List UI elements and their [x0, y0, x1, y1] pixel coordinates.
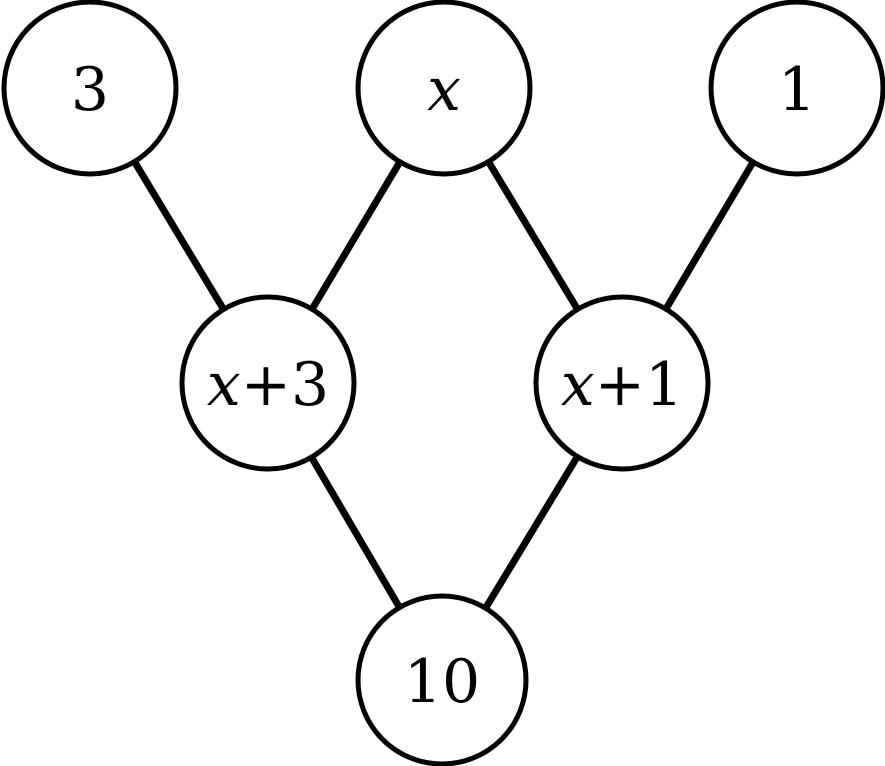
- node-left-mid: x+3: [179, 294, 357, 472]
- node-circle: [355, 593, 529, 766]
- node-left-top: 3: [1, 0, 179, 177]
- node-label: 10: [404, 647, 480, 717]
- node-label: x: [427, 55, 461, 125]
- node-label: 3: [71, 55, 109, 125]
- node-label-rest: +3: [241, 350, 329, 420]
- node-right-mid: x+1: [533, 294, 711, 472]
- node-bottom: 10: [355, 593, 529, 766]
- node-circle: [179, 294, 357, 472]
- node-label-variable: x: [561, 350, 595, 420]
- node-circle: [533, 294, 711, 472]
- node-circle: [355, 0, 533, 177]
- node-label: x+3: [207, 350, 329, 420]
- node-circle: [1, 0, 179, 177]
- node-label: x+1: [561, 350, 683, 420]
- node-label-variable: x: [207, 350, 241, 420]
- node-label: 1: [778, 55, 816, 125]
- node-mid-top: x: [355, 0, 533, 177]
- node-right-top: 1: [708, 0, 885, 177]
- node-circle: [708, 0, 885, 177]
- node-label-rest: +1: [595, 350, 683, 420]
